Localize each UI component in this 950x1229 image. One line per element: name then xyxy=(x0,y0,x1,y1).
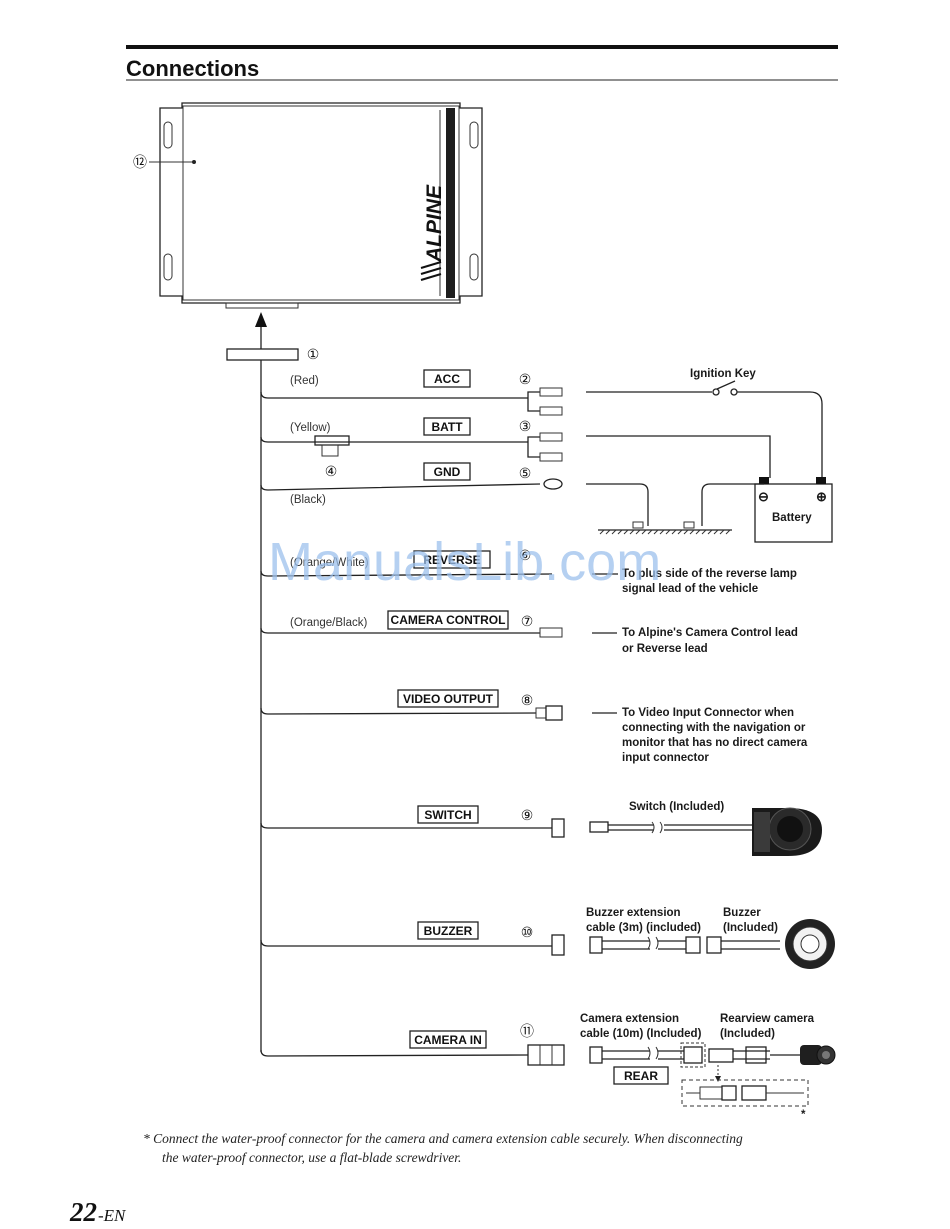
main-harness: ① xyxy=(226,312,320,1052)
main-connector-callout: ① xyxy=(307,346,320,362)
ignition-key-label: Ignition Key xyxy=(690,368,756,380)
batt-wire-color: (Yellow) xyxy=(290,422,331,434)
acc-label: ACC xyxy=(434,372,460,386)
rear-connector-label: REAR xyxy=(624,1069,658,1083)
camera-device-label-2: (Included) xyxy=(720,1028,775,1040)
switch-label: SWITCH xyxy=(424,808,471,822)
video-output-callout: ⑧ xyxy=(521,692,534,708)
footnote-line-1: * Connect the water-proof connector for … xyxy=(143,1131,743,1146)
camera-control-callout: ⑦ xyxy=(521,613,534,629)
video-output-destination-2: connecting with the navigation or xyxy=(622,722,806,734)
acc-row: (Red) ACC ② xyxy=(290,369,563,416)
rearview-camera-icon xyxy=(800,1045,836,1065)
camera-control-row: (Orange/Black) CAMERA CONTROL ⑦ To Alpin… xyxy=(290,610,798,655)
buzzer-callout: ⑩ xyxy=(521,924,534,940)
reverse-wire-color: (Orange/White) xyxy=(290,557,369,569)
batt-row: (Yellow) BATT ③ ④ xyxy=(290,417,563,479)
camera-in-callout: ⑪ xyxy=(520,1023,534,1039)
gnd-label: GND xyxy=(434,465,461,479)
gnd-row: (Black) GND ⑤ xyxy=(290,462,563,506)
camera-cable-label-2: cable (10m) (Included) xyxy=(580,1028,702,1040)
footnote-line-2: the water-proof connector, use a flat-bl… xyxy=(162,1150,461,1165)
reverse-label: REVERSE xyxy=(423,553,480,567)
alpine-unit: ⑫ ALPINE xyxy=(133,102,483,309)
watermark: ManualsLib.com xyxy=(268,532,661,592)
acc-callout: ② xyxy=(519,371,532,387)
fuse-callout: ④ xyxy=(325,463,338,479)
video-output-row: VIDEO OUTPUT ⑧ To Video Input Connector … xyxy=(397,689,808,764)
camera-in-row: CAMERA IN ⑪ Camera extension cable (10m)… xyxy=(409,1013,836,1121)
reverse-destination-2: signal lead of the vehicle xyxy=(622,583,758,595)
battery-plus: ⊕ xyxy=(816,489,827,504)
buzzer-device-icon xyxy=(785,919,835,969)
header-rule-top xyxy=(126,45,838,49)
video-output-destination-1: To Video Input Connector when xyxy=(622,707,794,719)
buzzer-row: BUZZER ⑩ Buzzer extension cable (3m) (in… xyxy=(417,907,835,969)
batt-callout: ③ xyxy=(519,418,532,434)
page-title: Connections xyxy=(126,56,259,81)
camera-control-label: CAMERA CONTROL xyxy=(391,613,506,627)
buzzer-label: BUZZER xyxy=(424,924,473,938)
buzzer-device-label-2: (Included) xyxy=(723,922,778,934)
buzzer-device-label-1: Buzzer xyxy=(723,907,761,919)
vehicle-wiring: Ignition Key ⊖ ⊕ Battery xyxy=(586,368,833,543)
switch-device-icon xyxy=(752,807,822,856)
camera-control-wire-color: (Orange/Black) xyxy=(290,617,368,629)
page-suffix: -EN xyxy=(98,1206,127,1225)
battery-minus: ⊖ xyxy=(758,489,769,504)
video-output-destination-4: input connector xyxy=(622,752,709,764)
camera-control-destination-1: To Alpine's Camera Control lead xyxy=(622,627,798,639)
unit-callout: ⑫ xyxy=(133,154,147,170)
buzzer-cable-label-1: Buzzer extension xyxy=(586,907,681,919)
wire-branches xyxy=(260,391,553,1057)
batt-label: BATT xyxy=(431,420,463,434)
battery-label: Battery xyxy=(772,512,812,524)
gnd-wire-color: (Black) xyxy=(290,494,326,506)
buzzer-cable-label-2: cable (3m) (included) xyxy=(586,922,701,934)
switch-device-label: Switch (Included) xyxy=(629,801,724,813)
switch-row: SWITCH ⑨ Switch (Included) xyxy=(417,801,822,856)
page-number: 22 xyxy=(69,1197,97,1227)
camera-asterisk: * xyxy=(801,1109,806,1121)
switch-callout: ⑨ xyxy=(521,807,534,823)
alpine-logo-stripes-icon xyxy=(420,261,442,281)
reverse-callout: ⑥ xyxy=(519,547,532,563)
camera-in-label: CAMERA IN xyxy=(414,1033,482,1047)
gnd-callout: ⑤ xyxy=(519,465,532,481)
alpine-logo: ALPINE xyxy=(423,184,446,263)
video-output-label: VIDEO OUTPUT xyxy=(403,692,494,706)
camera-control-destination-2: or Reverse lead xyxy=(622,643,708,655)
reverse-row: (Orange/White) REVERSE ⑥ To plus side of… xyxy=(290,547,797,595)
video-output-destination-3: monitor that has no direct camera xyxy=(622,737,808,749)
camera-device-label-1: Rearview camera xyxy=(720,1013,815,1025)
reverse-destination-1: To plus side of the reverse lamp xyxy=(622,568,797,580)
acc-wire-color: (Red) xyxy=(290,375,319,387)
battery xyxy=(754,483,833,543)
camera-cable-label-1: Camera extension xyxy=(580,1013,679,1025)
